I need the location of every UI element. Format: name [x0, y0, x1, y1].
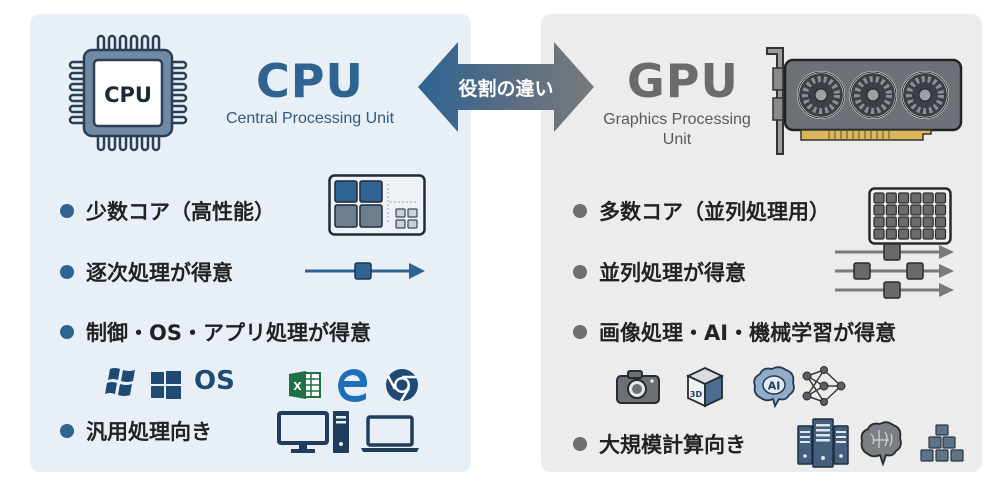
gpu-core-cell — [922, 228, 934, 240]
gpu-core-cell — [922, 216, 934, 228]
cube-label: 3D — [690, 390, 703, 399]
sequential-arrow-icon — [303, 259, 427, 283]
gpu-core-cell — [934, 216, 947, 228]
gpu-title: GPU — [627, 54, 739, 108]
gpu-core-cell — [922, 204, 934, 216]
cpu-bullet-sequential: 逐次処理が得意 — [60, 257, 233, 287]
windows-old-logo-icon — [104, 366, 140, 398]
brain-icon — [859, 420, 903, 466]
bullet-text: 並列処理が得意 — [599, 261, 746, 285]
gpu-subtitle-line1: Graphics Processing — [603, 111, 751, 128]
gpu-core-cell — [885, 228, 897, 240]
bullet-dot-icon — [573, 325, 587, 339]
gpu-bullet-image-ai-ml: 画像処理・AI・機械学習が得意 — [573, 317, 896, 347]
gpu-core-cell — [934, 192, 947, 204]
bullet-dot-icon — [60, 424, 74, 438]
gpu-fan-2-icon — [849, 71, 897, 119]
bullet-text: 汎用処理向き — [86, 420, 212, 444]
bullet-text: 少数コア（高性能） — [86, 200, 275, 224]
gpu-core-cell — [885, 204, 897, 216]
gpu-fan-3-icon — [901, 71, 949, 119]
gpu-core-cell — [873, 216, 885, 228]
gpu-subtitle: Graphics Processing Unit — [587, 110, 767, 150]
bullet-text: 制御・OS・アプリ処理が得意 — [86, 321, 371, 345]
gpu-core-cell — [898, 228, 910, 240]
windows-logo-icon — [150, 370, 182, 400]
os-text: OS — [194, 366, 235, 396]
gpu-core-cell — [898, 192, 910, 204]
gpu-core-cell — [934, 204, 947, 216]
gpu-core-cell — [898, 216, 910, 228]
cpu-bullet-few-cores: 少数コア（高性能） — [60, 196, 275, 226]
laptop-icon — [360, 414, 420, 454]
role-difference-label: 役割の違い — [458, 77, 554, 100]
bullet-dot-icon — [573, 437, 587, 451]
excel-label: X — [293, 380, 302, 393]
server-rack-icon — [797, 418, 849, 468]
cpu-subtitle: Central Processing Unit — [225, 110, 395, 127]
bullet-dot-icon — [60, 325, 74, 339]
desktop-pc-icon — [277, 410, 353, 454]
ai-brain-icon: AI — [751, 364, 797, 408]
cpu-chip-label: CPU — [104, 83, 152, 107]
gpu-core-cell — [873, 228, 885, 240]
blocks-pyramid-icon — [919, 424, 965, 464]
gpu-bullet-parallel: 並列処理が得意 — [573, 257, 746, 287]
bullet-text: 多数コア（並列処理用） — [599, 200, 830, 224]
parallel-arrows-icon — [833, 240, 957, 302]
few-cores-icon — [328, 174, 426, 236]
edge-icon — [336, 368, 370, 402]
gpu-bullet-large-scale: 大規模計算向き — [573, 429, 746, 459]
bullet-dot-icon — [60, 204, 74, 218]
bullet-text: 大規模計算向き — [599, 433, 746, 457]
gpu-core-cell — [934, 228, 947, 240]
chrome-icon — [384, 367, 420, 403]
neural-network-icon — [801, 366, 847, 406]
bullet-dot-icon — [573, 204, 587, 218]
cpu-bullet-control-os-apps: 制御・OS・アプリ処理が得意 — [60, 317, 371, 347]
gpu-core-cell — [910, 204, 922, 216]
excel-icon: X — [288, 369, 322, 401]
cpu-panel: CPU CPU Central Processing Unit 少数コア（高性能… — [30, 14, 471, 472]
camera-icon — [615, 369, 661, 405]
bullet-dot-icon — [60, 265, 74, 279]
cpu-title: CPU — [256, 54, 364, 108]
gpu-core-cell — [873, 192, 885, 204]
gpu-core-cell — [898, 204, 910, 216]
bullet-text: 逐次処理が得意 — [86, 261, 233, 285]
gpu-subtitle-line2: Unit — [662, 131, 692, 148]
cpu-chip-icon: CPU — [68, 32, 188, 154]
gpu-bullet-many-cores: 多数コア（並列処理用） — [573, 196, 830, 226]
gpu-core-cell — [885, 216, 897, 228]
3d-cube-icon: 3D — [686, 366, 724, 408]
gpu-panel: GPU Graphics Processing Unit — [541, 14, 982, 472]
gpu-core-cell — [922, 192, 934, 204]
bullet-text: 画像処理・AI・機械学習が得意 — [599, 321, 897, 345]
gpu-fan-1-icon — [797, 71, 845, 119]
gpu-core-cell — [910, 192, 922, 204]
graphics-card-icon — [763, 40, 963, 158]
bullet-dot-icon — [573, 265, 587, 279]
many-cores-icon — [868, 187, 952, 245]
gpu-core-cell — [910, 216, 922, 228]
gpu-core-cell — [873, 204, 885, 216]
gpu-core-cell — [910, 228, 922, 240]
role-difference-arrow: 役割の違い — [418, 40, 594, 134]
ai-label: AI — [768, 380, 781, 393]
gpu-core-cell — [885, 192, 897, 204]
cpu-bullet-general-purpose: 汎用処理向き — [60, 416, 212, 446]
